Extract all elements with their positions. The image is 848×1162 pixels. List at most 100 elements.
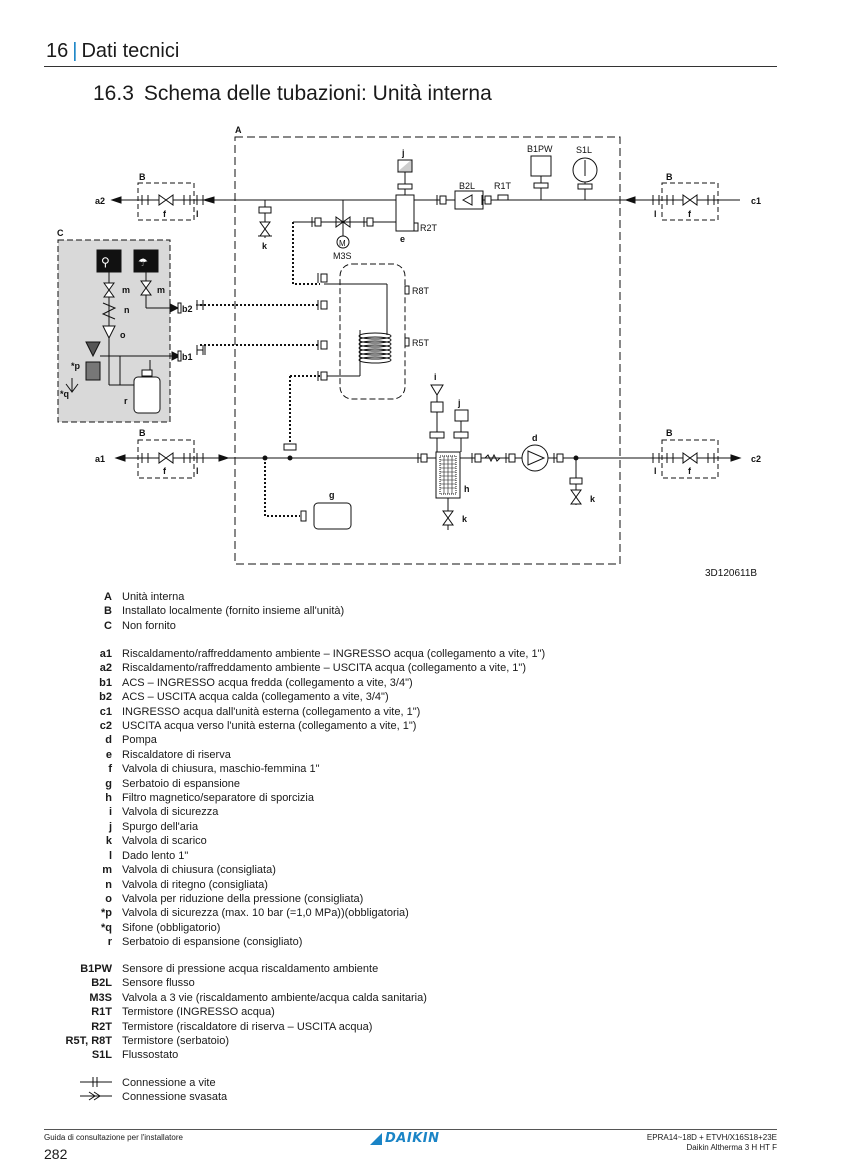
legend-key: R5T, R8T [65, 1035, 112, 1048]
label-f-c2: f [688, 466, 692, 476]
legend-text: Termistore (riscaldatore di riserva – US… [122, 1020, 373, 1033]
label-m-cold: m [122, 285, 130, 295]
legend-text: Termistore (INGRESSO acqua) [122, 1006, 275, 1019]
label-l-c2: l [654, 466, 657, 476]
chapter-header: 16|Dati tecnici [46, 40, 179, 63]
safety-valve-i [430, 384, 444, 396]
header-rule [44, 66, 777, 67]
label-j-top: j [401, 148, 405, 158]
label-B-a2: B [139, 172, 146, 182]
legend-text: Termistore (serbatoio) [122, 1035, 229, 1048]
legend-text: Installato localmente (fornito insieme a… [122, 605, 345, 618]
label-B2L: B2L [459, 181, 475, 191]
label-l-a1: l [196, 466, 199, 476]
label-M3S: M3S [333, 251, 352, 261]
legend-key: *p [101, 907, 112, 920]
legend-text: Filtro magnetico/separatore di sporcizia [122, 792, 314, 805]
label-k-c2: k [590, 494, 596, 504]
legend-row: R5T, R8T Termistore (serbatoio) [0, 1034, 427, 1048]
daikin-mark-icon [370, 1132, 382, 1145]
label-R2T: R2T [420, 223, 438, 233]
footer-rule [44, 1129, 777, 1130]
label-h: h [464, 484, 470, 494]
valve-f-c2 [682, 452, 698, 464]
legend-text: Pompa [122, 734, 157, 747]
legend-key: j [108, 820, 112, 833]
label-k-filter: k [462, 514, 468, 524]
legend-text: Valvola di sicurezza [122, 806, 219, 819]
reducing-valve-o [102, 325, 116, 340]
legend-row: c2 USCITA acqua verso l'unità esterna (co… [0, 719, 545, 733]
piping-diagram: A C B B B B a2 c1 f l f l k M M3S e R2T [57, 125, 761, 579]
footer-model: EPRA14~18D + ETVH/X16S18+23E Daikin Alth… [647, 1133, 777, 1153]
diagram-code: 3D120611B [705, 568, 757, 579]
label-l-a2: l [196, 209, 199, 219]
arrow-c2-out [730, 454, 742, 462]
legend-key: c2 [99, 720, 112, 733]
chapter-title: Dati tecnici [81, 40, 180, 62]
legend-key: M3S [89, 991, 112, 1004]
legend-text: Sifone (obbligatorio) [122, 921, 221, 934]
legend-row: Connessione a vite [0, 1076, 227, 1090]
label-R1T: R1T [494, 181, 512, 191]
legend-text: Spurgo dell'aria [122, 820, 199, 833]
expansion-tank-r [133, 376, 161, 414]
legend-key: b2 [99, 691, 112, 704]
label-f-a2: f [163, 209, 167, 219]
label-e: e [400, 234, 405, 244]
label-B-a1: B [139, 428, 146, 438]
label-R8T: R8T [412, 286, 430, 296]
expansion-vessel-g [313, 502, 352, 530]
valve-f-a1 [158, 452, 174, 464]
tank-coil [358, 332, 392, 364]
legend-text: Valvola di ritegno (consigliata) [122, 878, 268, 891]
footer-guide-title: Guida di consultazione per l'installator… [44, 1133, 183, 1142]
arrow-top-left [202, 196, 215, 204]
legend-text: Valvola a 3 vie (riscaldamento ambiente/… [122, 991, 427, 1004]
unit-a-boundary [234, 136, 621, 565]
label-g: g [329, 490, 335, 500]
label-p: *p [71, 361, 81, 371]
label-b2: b2 [182, 304, 193, 314]
legend-key: r [107, 936, 112, 949]
legend-text: Serbatoio di espansione [122, 777, 241, 790]
brand-text: DAIKIN [385, 1131, 440, 1146]
b-box-a2 [137, 182, 195, 221]
legend-text: USCITA acqua verso l'unità esterna (coll… [122, 720, 417, 733]
label-m-hot: m [157, 285, 165, 295]
b-box-c2 [661, 439, 719, 479]
legend-key: l [108, 849, 112, 862]
check-valve-n [101, 302, 117, 320]
siphon-q [65, 378, 79, 393]
label-c1: c1 [751, 196, 761, 206]
legend-key: S1L [91, 1049, 112, 1062]
page-number: 282 [44, 1146, 68, 1162]
legend-key: g [105, 777, 112, 790]
legend-key: k [105, 835, 112, 848]
label-d: d [532, 433, 538, 443]
legend-key: f [108, 763, 112, 776]
arrow-a2 [110, 196, 122, 204]
valve-k-top [259, 221, 271, 237]
legend-key: o [105, 892, 112, 905]
air-purge-j-top [397, 159, 413, 173]
daikin-logo: DAIKIN [370, 1131, 439, 1146]
thermistor-r1t [497, 194, 509, 201]
label-c2: c2 [751, 454, 761, 464]
chapter-number: 16 [46, 40, 69, 62]
